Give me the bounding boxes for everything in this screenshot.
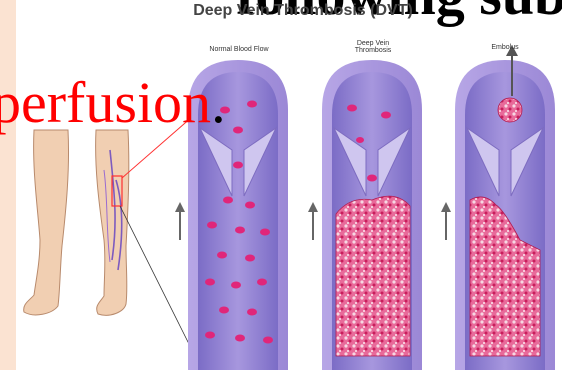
figure-title: Deep Vein Thrombosis (DVT)	[172, 2, 434, 20]
panel-dvt	[322, 60, 422, 370]
slide-red-word: perfusion	[0, 70, 211, 135]
panel-label-normal-flow: Normal Blood Flow	[196, 46, 282, 53]
panel-label-dvt-line2: Thrombosis	[355, 47, 392, 54]
panel-label-dvt: Deep Vein Thrombosis	[336, 40, 410, 55]
up-arrow-icon	[175, 202, 185, 240]
panel-label-embolus: Embolus	[478, 44, 532, 51]
panel-label-dvt-line1: Deep Vein	[357, 40, 389, 47]
up-arrow-icon	[308, 202, 318, 240]
embolus	[498, 98, 522, 122]
slide-red-text: perfusion.	[0, 74, 226, 132]
panel-embolus	[455, 45, 555, 370]
thrombus	[336, 196, 410, 356]
slide-red-period: .	[211, 70, 226, 135]
leg-illustration	[24, 110, 200, 350]
up-arrow-icon	[441, 202, 451, 240]
